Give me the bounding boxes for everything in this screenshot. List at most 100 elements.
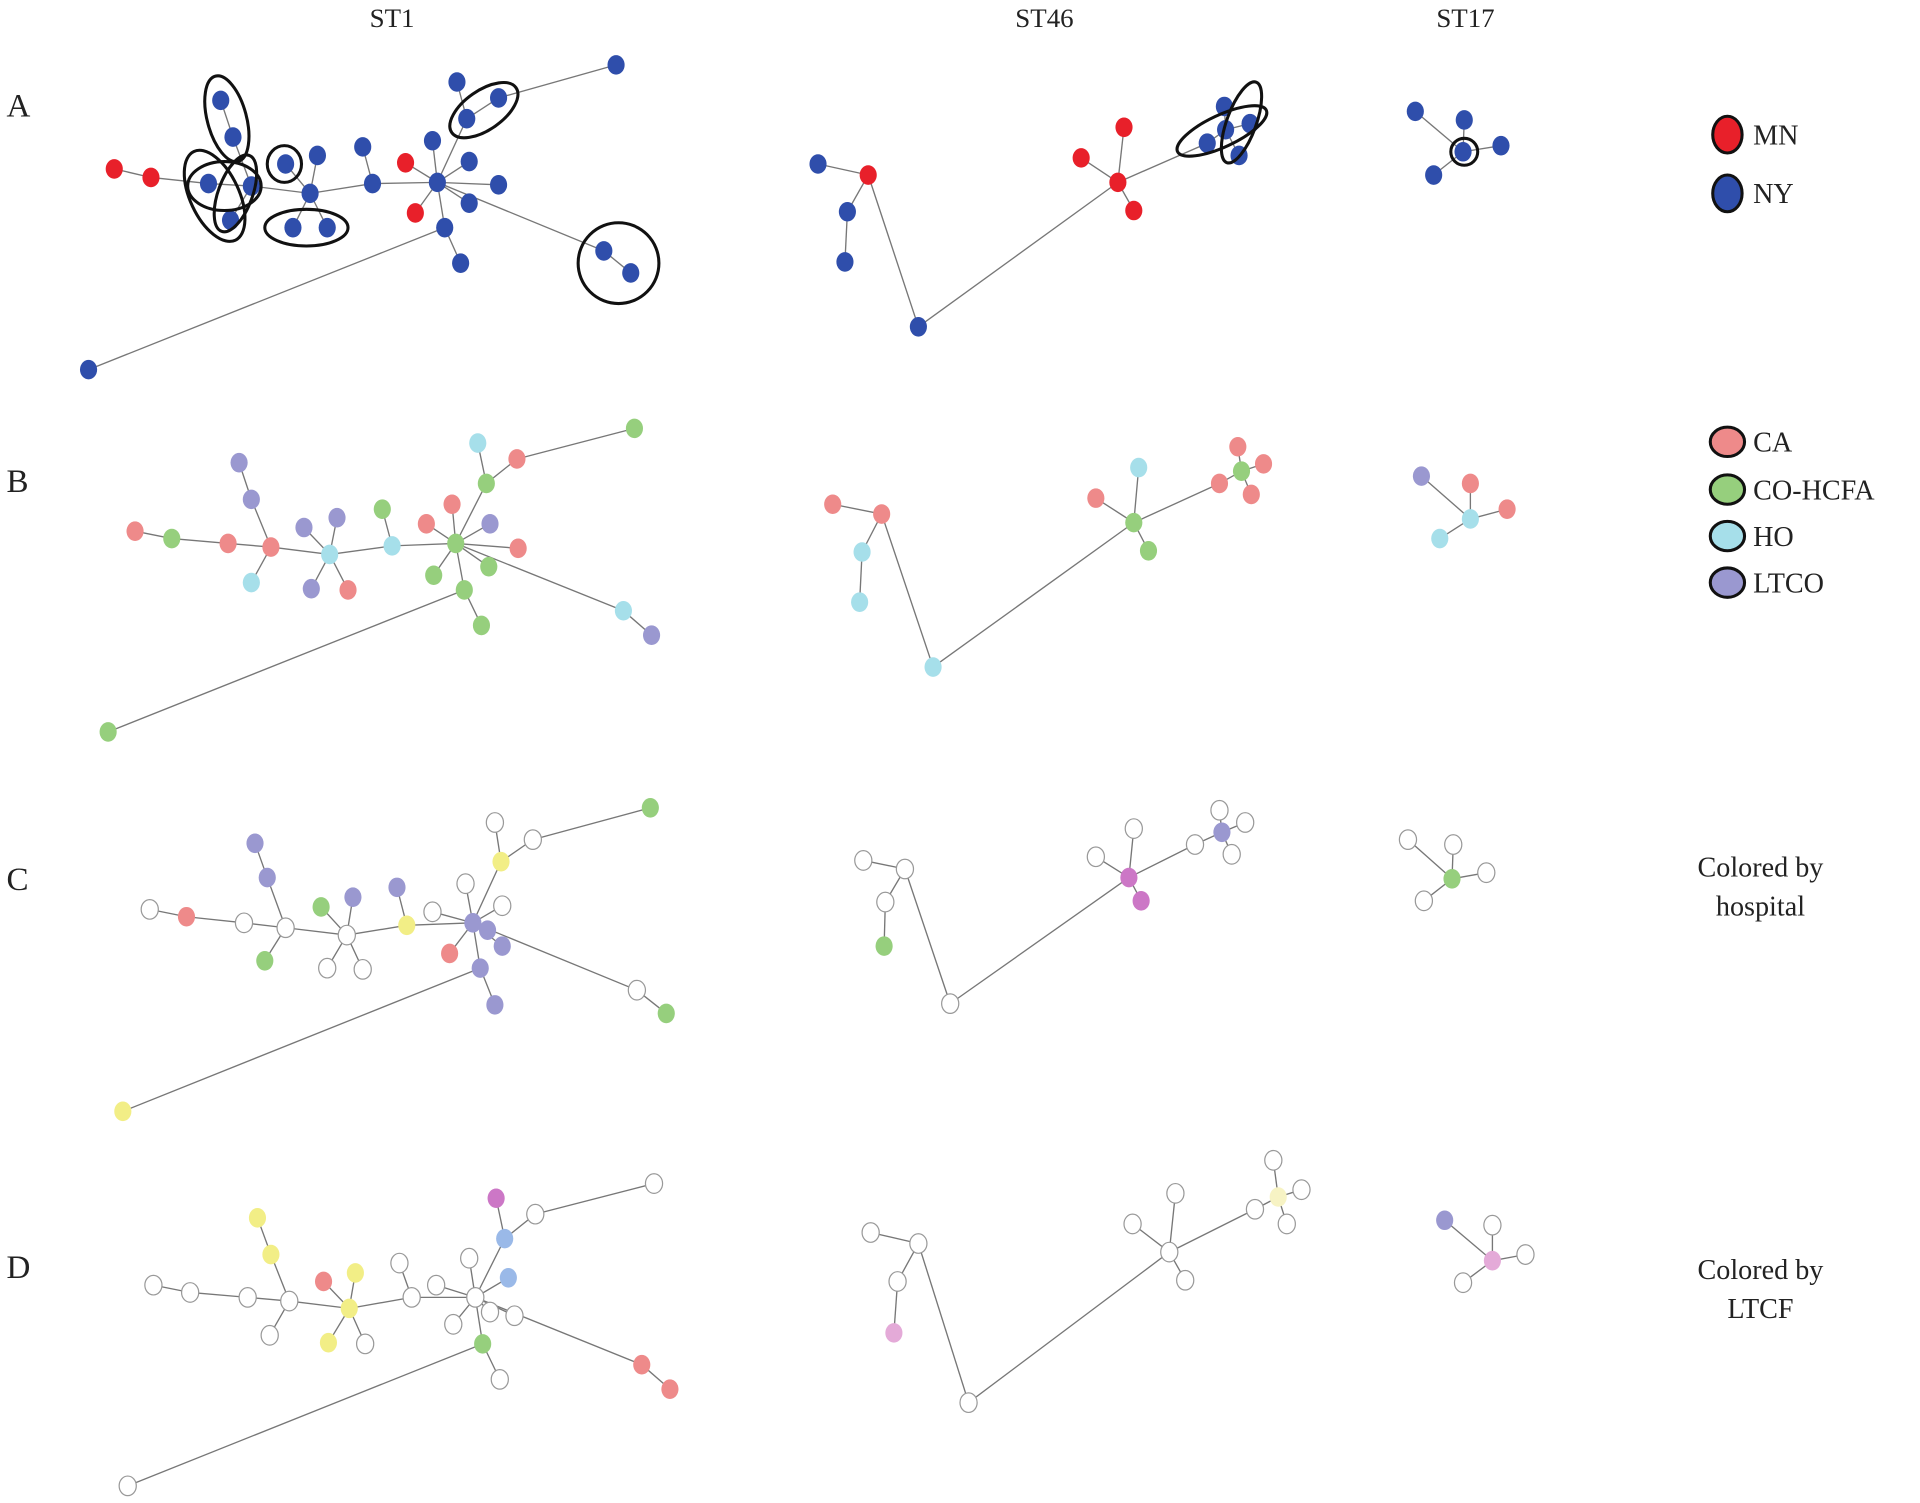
edge [392,542,456,547]
node-st46-c [875,936,893,956]
node-st1-a [460,151,478,172]
node-st1-d [474,1334,492,1354]
legend-swatch-ltco [1708,566,1747,599]
cluster-outline [1219,80,1264,165]
node-st1-c [471,958,489,978]
node-st1-c [486,995,504,1015]
node-st1-c [353,958,372,980]
node-st46-b [873,504,891,524]
edge [1414,110,1464,153]
node-st1-c [312,897,330,917]
edge [186,916,245,924]
legend-label-ho: HO [1753,522,1794,553]
node-st1-a [221,210,240,231]
node-st1-b [163,528,181,549]
edge [329,545,393,556]
row-label-b: B [7,464,29,500]
node-st46-c [1185,834,1205,855]
edge [475,1296,643,1366]
edge [498,64,617,99]
node-st1-a [607,55,625,75]
node-st1-a [622,263,640,283]
node-st1-c [492,851,510,872]
node-st46-b [1254,454,1273,474]
edge [1168,1208,1256,1253]
node-st1-b [455,580,473,600]
legend-label-ny: NY [1753,179,1794,210]
node-st1-c [337,924,356,946]
node-st46-d [1245,1198,1265,1220]
node-st1-d [340,1298,358,1319]
node-st1-b [417,514,435,534]
node-st17-a [1492,135,1510,156]
node-st46-b [851,592,869,612]
node-st1-c [177,906,196,927]
node-st1-a [199,173,218,194]
edge [349,1296,412,1310]
node-st1-c [478,920,497,940]
node-st1-b [328,507,346,528]
node-st1-d [346,1263,364,1283]
node-st1-a [460,193,478,213]
node-st1-a [277,154,295,174]
cluster-outline [186,160,263,213]
node-st1-b [262,537,280,557]
legend-swatch-co-hcfa [1708,473,1747,506]
node-st46-b [1130,457,1148,478]
node-st17-c [1398,829,1418,851]
node-st1-a [224,127,242,147]
node-st1-c [256,951,274,971]
legend-swatch-ca [1708,425,1747,459]
caption-c-line2: hospital [1716,892,1805,923]
node-st1-d [355,1333,375,1355]
node-st1-d [402,1286,421,1308]
node-st46-b [824,494,842,515]
edge [516,427,635,460]
node-st1-c [258,867,276,888]
legend-label-mn: MN [1753,120,1798,151]
legend-label-co-hcfa: CO-HCFA [1753,475,1875,506]
node-st17-d [1516,1244,1535,1265]
node-st46-d [1264,1149,1283,1171]
node-st17-d [1453,1272,1473,1294]
edge [122,967,481,1112]
node-st46-b [1232,461,1251,482]
node-st1-c [388,877,406,898]
node-st17-b [1431,528,1449,549]
node-st1-d [661,1379,679,1399]
node-st1-d [466,1286,485,1308]
edge [532,807,651,841]
node-st17-b [1461,509,1479,529]
node-st1-c [657,1003,675,1024]
node-st1-a [406,203,424,223]
edge [455,542,519,549]
node-st1-b [625,418,643,439]
node-st1-a [301,183,319,204]
cluster-outline [212,153,259,234]
node-st17-c [1444,834,1463,855]
node-st1-b [321,544,339,565]
node-st46-c [1086,846,1106,868]
node-st1-a [354,137,372,157]
node-st46-b [1139,540,1158,561]
node-st1-b [99,722,117,742]
node-st46-b [1125,512,1143,533]
edge [1128,843,1196,879]
caption-d-line1: Colored by [1698,1255,1824,1286]
row-label-a: A [7,88,31,124]
node-st1-c [318,957,337,979]
column-header-st1: ST1 [370,3,415,33]
edge [171,537,229,545]
node-st17-a [1454,141,1472,162]
node-st1-a [490,88,508,108]
edge [150,176,209,185]
node-st46-d [1176,1269,1195,1291]
node-st46-b [1210,473,1229,494]
legend-swatch-ho [1708,519,1747,553]
node-st1-d [460,1247,479,1269]
caption-d-line2: LTCF [1727,1294,1793,1325]
node-st46-a [838,201,856,222]
edge [289,1300,350,1310]
legend-swatch-mn [1711,114,1744,155]
